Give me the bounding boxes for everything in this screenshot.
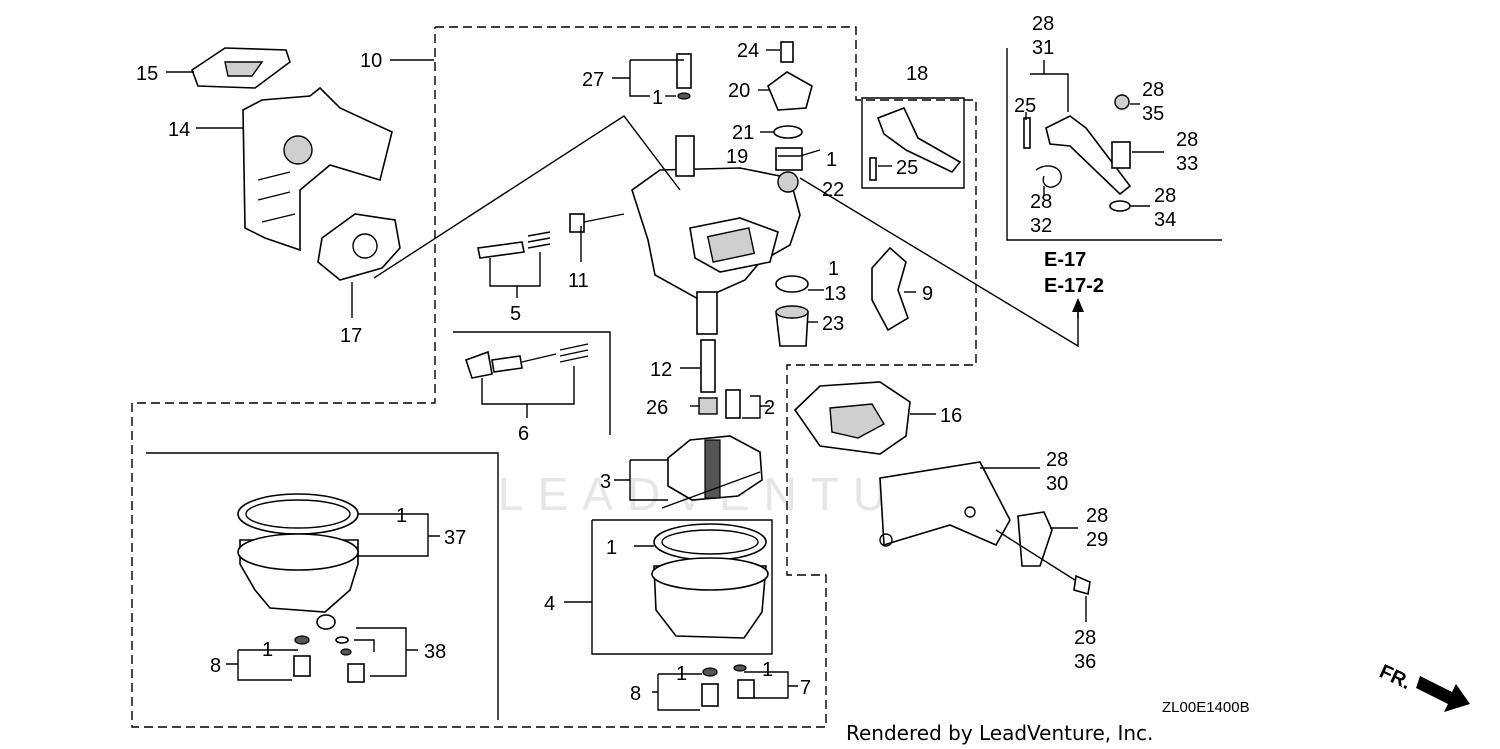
callout-1-d: 1 [396,505,407,527]
callout-32: 32 [1030,215,1052,237]
callout-16: 16 [940,405,962,427]
callout-28-e: 28 [1154,185,1176,207]
float-3 [661,435,763,509]
ref-e17-2[interactable]: E-17-2 [1044,275,1104,297]
callout-23: 23 [822,313,844,335]
callout-8-a: 8 [210,655,221,677]
render-credit: Rendered by LeadVenture, Inc. [846,721,1153,745]
callout-37: 37 [444,527,466,549]
pilot-screw-set-5 [477,231,551,259]
callout-28-a: 28 [1032,13,1054,35]
frame-optional-bowl [146,452,499,720]
callout-22: 22 [822,179,844,201]
callout-34: 34 [1154,209,1176,231]
callout-15: 15 [136,63,158,85]
callout-25-b: 25 [1014,95,1036,117]
front-label: FR. [1376,661,1414,695]
callout-5: 5 [510,303,521,325]
governor-kit-parts [1023,94,1132,212]
callout-1-g: 1 [676,663,687,685]
callout-28-b: 28 [1142,79,1164,101]
pilot-screw-set-6 [464,343,589,379]
callout-17: 17 [340,325,362,347]
callout-6: 6 [518,423,529,445]
callout-25-a: 25 [896,157,918,179]
bracket-30 [879,461,1091,596]
callout-10: 10 [360,50,382,72]
leader-lines [166,49,1164,711]
callout-11: 11 [568,270,589,292]
callout-31: 31 [1032,37,1054,59]
carburetor-gasket-17 [317,213,401,281]
callout-20: 20 [728,80,750,102]
callout-1-h: 1 [762,659,773,681]
callout-13: 13 [824,283,846,305]
choke-screw-27 [676,53,692,100]
callout-9: 9 [922,283,933,305]
callout-33: 33 [1176,153,1198,175]
callout-24: 24 [737,40,759,62]
callouts: 15 10 14 17 27 1 24 20 21 19 1 22 11 5 1… [136,13,1198,705]
upper-jets-group [767,41,813,193]
callout-8-b: 8 [630,683,641,705]
front-direction-arrow: FR. [1376,661,1470,712]
clip-9 [871,246,909,332]
callout-38: 38 [424,641,446,663]
frame-mixture-screw [453,331,611,435]
callout-2: 2 [764,397,775,419]
ref-e17[interactable]: E-17 [1044,249,1086,271]
callout-27: 27 [582,69,604,91]
reference-arrow [1072,298,1084,318]
callout-1-f: 1 [262,639,273,661]
callout-1-c: 1 [828,258,839,280]
callout-3: 3 [600,471,611,493]
callout-28-d: 28 [1030,191,1052,213]
callout-28-f: 28 [1046,449,1068,471]
callout-28-g: 28 [1086,505,1108,527]
diagram-code: ZL00E1400B [1162,699,1250,716]
carburetor-insulator-14 [242,86,393,252]
callout-18: 18 [906,63,928,85]
callout-1-a: 1 [652,87,663,109]
callout-36: 36 [1074,651,1096,673]
callout-29: 29 [1086,529,1108,551]
callout-28-c: 28 [1176,129,1198,151]
callout-7: 7 [800,677,811,699]
callout-1-b: 1 [826,149,837,171]
throttle-stop-screw-11 [569,213,625,233]
callout-4: 4 [544,593,555,615]
throttle-lever-18 [869,106,962,181]
frame-governor-kit [1006,48,1222,241]
carburetor-body [631,135,801,335]
callout-30: 30 [1046,473,1068,495]
callout-1-e: 1 [606,537,617,559]
float-valve-parts [775,275,809,347]
callout-26: 26 [646,397,668,419]
callout-14: 14 [168,119,190,141]
main-nozzle-12 [698,339,741,419]
insulator-gasket-15 [191,47,291,89]
air-cleaner-gasket-16 [793,381,911,455]
float-chamber-4 [651,523,769,707]
callout-21: 21 [732,122,754,144]
callout-12: 12 [650,359,672,381]
callout-35: 35 [1142,103,1164,125]
callout-28-h: 28 [1074,627,1096,649]
callout-19: 19 [726,146,748,168]
float-chamber-37 [237,493,365,683]
